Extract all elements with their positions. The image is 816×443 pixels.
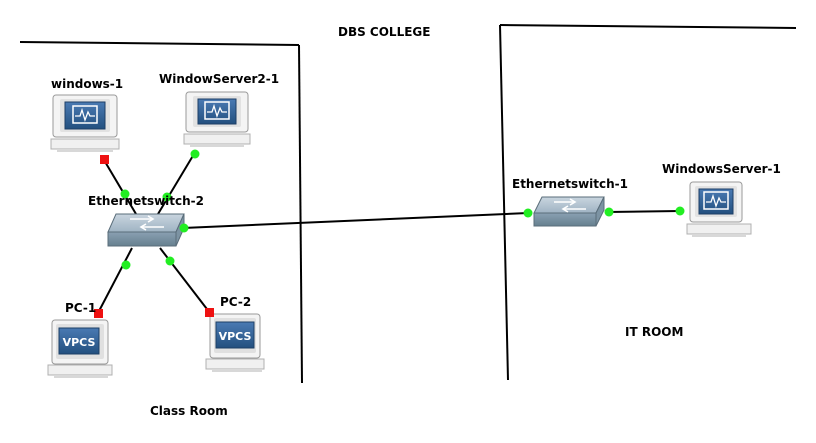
link-windowserver2-switch2[interactable]: [157, 153, 195, 215]
port-status-up: [179, 223, 189, 233]
device-label-ethernetswitch-2[interactable]: Ethernetswitch-2: [88, 194, 205, 208]
topology-title: DBS COLLEGE: [338, 25, 431, 39]
port-status-up: [165, 256, 175, 266]
ethernet-switch-icon: [107, 213, 185, 247]
area-label-class-room: Class Room: [150, 404, 228, 418]
link-windows1-switch2[interactable]: [103, 159, 137, 215]
computer-icon: [50, 94, 120, 152]
device-ethernetswitch-1[interactable]: [533, 196, 605, 227]
device-label-windows-1[interactable]: windows-1: [51, 77, 124, 91]
device-pc-2[interactable]: VPCS: [205, 313, 265, 372]
device-label-windowserver2-1[interactable]: WindowServer2-1: [159, 72, 280, 86]
it-room-left-border: [499, 24, 509, 381]
ethernet-switch-icon: [533, 196, 605, 227]
port-status-up: [120, 189, 130, 199]
links: [97, 153, 681, 314]
link-indicators: [94, 149, 685, 318]
server-computer-icon: [686, 181, 752, 237]
port-status-down: [205, 308, 214, 317]
port-status-up: [675, 206, 685, 216]
vpcs-screen-text: VPCS: [63, 336, 96, 349]
port-status-up: [190, 149, 200, 159]
port-status-down: [94, 309, 103, 318]
device-pc-1[interactable]: VPCS: [47, 319, 113, 378]
device-label-windowsserver-1[interactable]: WindowsServer-1: [662, 162, 781, 176]
link-switch2-switch1[interactable]: [182, 212, 529, 229]
room-boundaries: [19, 24, 797, 384]
device-ethernetswitch-2[interactable]: [107, 213, 185, 247]
device-label-pc-2[interactable]: PC-2: [220, 295, 252, 309]
area-label-it-room: IT ROOM: [625, 325, 684, 339]
device-label-ethernetswitch-1[interactable]: Ethernetswitch-1: [512, 177, 629, 191]
port-status-up: [162, 192, 172, 202]
it-room-top-border: [499, 24, 797, 29]
link-switch1-windowsserver1[interactable]: [607, 210, 681, 213]
vpcs-screen-text: VPCS: [219, 330, 252, 343]
port-status-down: [100, 155, 109, 164]
server-computer-icon: [183, 91, 251, 147]
port-status-up: [121, 260, 131, 270]
vpcs-icon: VPCS: [47, 319, 113, 378]
class-room-top-border: [19, 41, 300, 46]
vpcs-icon: VPCS: [205, 313, 265, 372]
device-windowserver2-1[interactable]: [183, 91, 251, 147]
port-status-up: [523, 208, 533, 218]
link-pc1-switch2[interactable]: [97, 247, 133, 314]
device-windows-1[interactable]: [50, 94, 120, 152]
device-windowsserver-1[interactable]: [686, 181, 752, 237]
port-status-up: [604, 207, 614, 217]
class-room-right-border: [298, 44, 303, 384]
device-label-pc-1[interactable]: PC-1: [65, 301, 97, 315]
